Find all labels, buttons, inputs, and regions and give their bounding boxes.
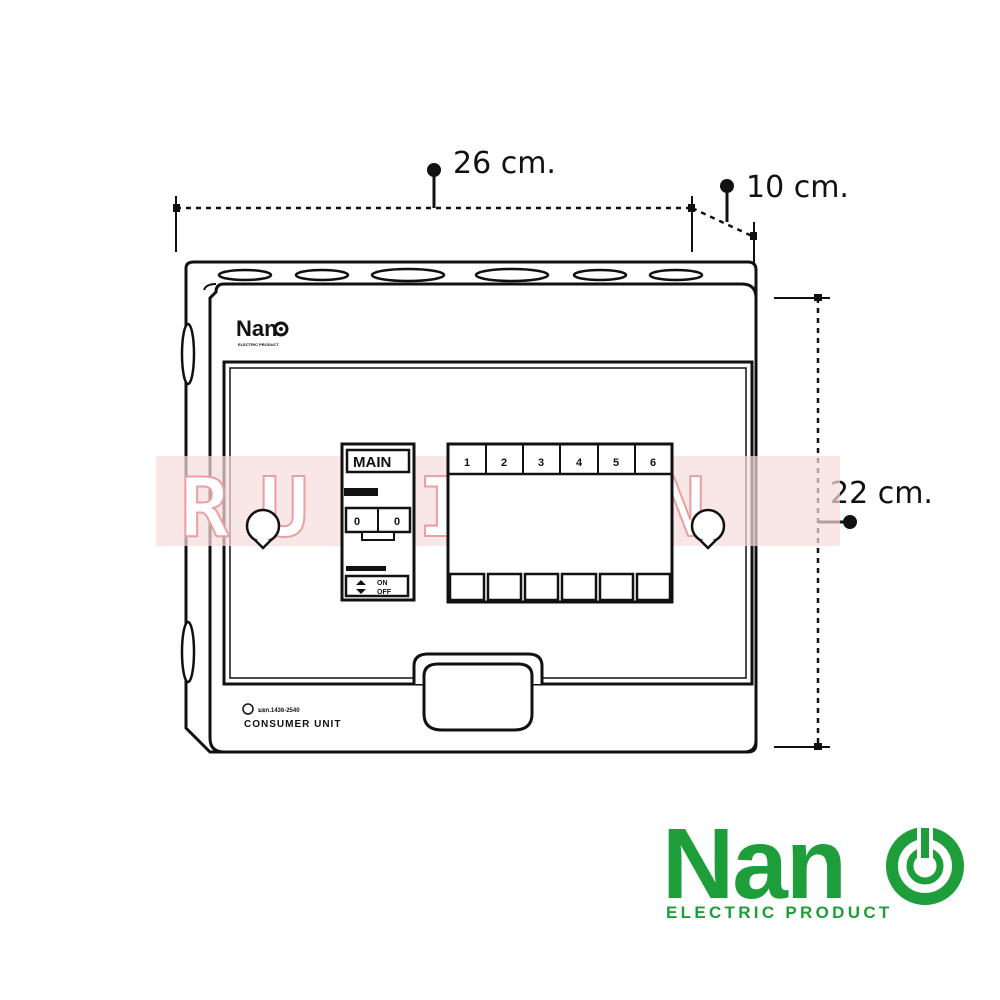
main-label: MAIN	[353, 454, 391, 471]
depth-marker-dot	[720, 179, 734, 193]
breaker-toggle-1	[448, 572, 486, 602]
top-knockouts	[217, 267, 704, 283]
main-pos-right: 0	[394, 516, 400, 528]
logo-text: Nan	[662, 808, 845, 920]
product-label: CONSUMER UNIT	[244, 719, 341, 730]
breaker-toggle-4	[560, 572, 598, 602]
breaker-label-2: 2	[501, 457, 507, 469]
breaker-label-1: 1	[464, 457, 470, 469]
cover-latch	[412, 652, 544, 732]
cover-logo-dot-icon	[279, 327, 283, 331]
breaker-toggle-2	[486, 572, 523, 602]
branch-breakers	[446, 442, 674, 604]
nano-logo: Nan ELECTRIC PRODUCT	[662, 808, 964, 922]
breaker-label-4: 4	[576, 457, 583, 469]
width-dimension	[173, 163, 695, 252]
breaker-label-6: 6	[650, 457, 656, 469]
breaker-toggle-5	[598, 572, 635, 602]
width-label: 26 cm.	[453, 146, 556, 181]
height-marker-dot	[843, 515, 857, 529]
logo-subtitle: ELECTRIC PRODUCT	[666, 903, 893, 922]
logo-power-icon	[886, 826, 964, 905]
cover-screws	[245, 508, 726, 550]
standard-mark-icon	[242, 703, 254, 715]
side-knockouts	[180, 322, 196, 684]
on-label: ON	[377, 580, 388, 587]
breaker-label-5: 5	[613, 457, 619, 469]
cover-brand-sub: ELECTRIC PRODUCT	[238, 342, 279, 347]
standard-label: มอก.1436-2540	[258, 707, 300, 714]
breaker-toggle-6	[635, 572, 672, 602]
height-label: 22 cm.	[830, 476, 933, 511]
off-label: OFF	[377, 589, 392, 596]
breaker-toggle-3	[523, 572, 560, 602]
cover-brand: Nan	[236, 316, 278, 341]
depth-label: 10 cm.	[746, 170, 849, 205]
main-pos-left: 0	[354, 516, 360, 528]
breaker-label-3: 3	[538, 457, 544, 469]
main-breaker	[340, 442, 416, 602]
width-marker-dot	[427, 163, 441, 177]
